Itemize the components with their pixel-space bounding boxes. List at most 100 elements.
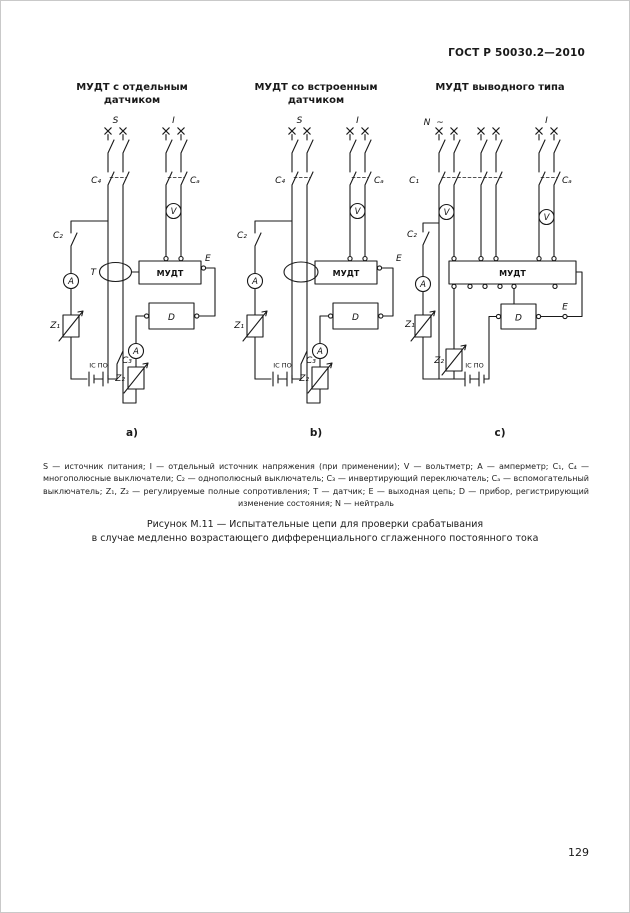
label-battery: IС ПО bbox=[273, 362, 292, 370]
impedance-z2-branch: Z₂ bbox=[298, 342, 333, 404]
label-ca: Cₐ bbox=[562, 176, 572, 186]
terminal-cross-icon bbox=[361, 127, 369, 135]
terminal-cross-icon bbox=[477, 127, 485, 135]
figure-caption: Рисунок М.11 — Испытательные цепи для пр… bbox=[41, 518, 589, 547]
battery-circuit: IС ПО C₃ bbox=[254, 350, 316, 387]
terminal-cross-icon bbox=[119, 127, 127, 135]
built-in-toroid-sensor bbox=[283, 261, 319, 283]
label-z2: Z₂ bbox=[114, 374, 125, 384]
conductors bbox=[107, 133, 188, 404]
terminal-cross-icon bbox=[435, 127, 443, 135]
label-c3: C₃ bbox=[306, 356, 316, 366]
page-number: 129 bbox=[568, 846, 589, 859]
diagram-b-title: МУДТ со встроенным датчиком bbox=[227, 81, 405, 109]
voltmeter-1 bbox=[438, 203, 455, 221]
label-battery: IС ПО bbox=[89, 362, 108, 370]
diagram-b: МУДТ со встроенным датчиком S I C₄ Cₐ bbox=[227, 81, 405, 439]
label-z2: Z₂ bbox=[433, 356, 444, 366]
conductors bbox=[438, 133, 561, 380]
mudt-box: МУДТ bbox=[138, 255, 202, 285]
diagram-c-title: МУДТ выводного типа bbox=[405, 81, 595, 109]
mudt-box: МУДТ bbox=[448, 255, 577, 290]
label-i: I bbox=[545, 116, 548, 126]
terminal-cross-icon bbox=[492, 127, 500, 135]
label-d: D bbox=[352, 313, 359, 323]
ac-symbol: ~ bbox=[436, 118, 444, 128]
terminal-cross-icon bbox=[104, 127, 112, 135]
label-ca: Cₐ bbox=[374, 176, 384, 186]
ammeter-1 bbox=[246, 272, 264, 290]
ammeter-2 bbox=[127, 342, 145, 360]
device-d-box: D bbox=[319, 302, 384, 345]
label-battery: IС ПО bbox=[465, 362, 484, 370]
device-d-box: D bbox=[135, 302, 200, 345]
diagram-c: МУДТ выводного типа N ~ I C₁ Cₐ bbox=[404, 81, 595, 439]
toroid-sensor: T bbox=[91, 261, 140, 283]
battery-symbol bbox=[272, 371, 293, 387]
label-c1: C₁ bbox=[409, 176, 419, 186]
label-c3: C₃ bbox=[122, 356, 132, 366]
source-s-terminals: S bbox=[104, 116, 127, 135]
output-e-circuit: E bbox=[540, 271, 583, 320]
terminal-cross-icon bbox=[450, 127, 458, 135]
ammeter-1 bbox=[414, 275, 432, 293]
mudt-label: МУДТ bbox=[499, 269, 526, 278]
output-e-circuit: E bbox=[376, 254, 402, 317]
voltmeter bbox=[165, 202, 182, 220]
terminal-cross-icon bbox=[303, 127, 311, 135]
voltmeter bbox=[349, 202, 366, 220]
battery-circuit: IС ПО bbox=[422, 362, 490, 387]
ammeter-2 bbox=[311, 342, 329, 360]
terminal-cross-icon bbox=[162, 127, 170, 135]
figure-caption-line1: Рисунок М.11 — Испытательные цепи для пр… bbox=[146, 519, 484, 530]
battery-symbol bbox=[464, 371, 485, 387]
label-e: E bbox=[396, 254, 402, 264]
label-c2: C₂ bbox=[237, 231, 247, 241]
supply-terminals bbox=[435, 127, 558, 135]
circuit-diagram-c: N ~ I C₁ Cₐ МУДТ bbox=[404, 116, 583, 387]
label-ca: Cₐ bbox=[190, 176, 200, 186]
impedance-z2-branch: Z₂ bbox=[433, 287, 467, 380]
source-s-terminals: S bbox=[288, 116, 311, 135]
mudt-box: МУДТ bbox=[314, 255, 378, 285]
source-i-terminals: I bbox=[162, 116, 185, 135]
label-i: I bbox=[172, 116, 175, 126]
impedance-z2-branch: Z₂ bbox=[114, 342, 149, 404]
ammeter-1 bbox=[62, 272, 80, 290]
diagram-b-title-line1: МУДТ со встроенным bbox=[254, 82, 378, 93]
document-header: ГОСТ Р 50030.2—2010 bbox=[448, 47, 585, 59]
label-t: T bbox=[91, 268, 98, 278]
diagram-a: МУДТ с отдельным датчиком V A S I bbox=[43, 81, 221, 439]
label-i: I bbox=[356, 116, 359, 126]
terminal-cross-icon bbox=[288, 127, 296, 135]
label-c4: C₄ bbox=[275, 176, 285, 186]
label-z1: Z₁ bbox=[233, 321, 244, 331]
label-e: E bbox=[562, 303, 568, 313]
circuit-diagram-b: S I C₄ Cₐ МУДТ E bbox=[233, 116, 402, 404]
figure-caption-line2: в случае медленно возрастающего дифферен… bbox=[91, 533, 539, 545]
battery-circuit: IС ПО C₃ bbox=[70, 350, 132, 387]
diagram-a-label: a) bbox=[126, 427, 138, 439]
switch-c2-branch: C₂ Z₁ bbox=[49, 220, 109, 380]
terminal-cross-icon bbox=[550, 127, 558, 135]
label-c2: C₂ bbox=[407, 230, 417, 240]
diagram-c-label: c) bbox=[494, 427, 506, 439]
mudt-label: МУДТ bbox=[333, 269, 360, 278]
switch-c2-branch: C₂ Z₁ bbox=[233, 220, 293, 380]
diagram-b-title-line2: датчиком bbox=[287, 95, 345, 106]
label-z1: Z₁ bbox=[405, 320, 415, 330]
battery-symbol bbox=[88, 371, 109, 387]
switch-c2-branch: C₂ Z₁ bbox=[404, 222, 440, 380]
diagram-c-title-line1: МУДТ выводного типа bbox=[435, 82, 565, 93]
output-e-circuit: E bbox=[198, 254, 216, 317]
diagram-b-label: b) bbox=[309, 427, 323, 439]
mudt-label: МУДТ bbox=[157, 269, 184, 278]
terminal-cross-icon bbox=[177, 127, 185, 135]
voltmeter-2 bbox=[538, 208, 555, 226]
diagram-a-title-line1: МУДТ с отдельным bbox=[76, 82, 188, 93]
figure-legend: S — источник питания; I — отдельный исто… bbox=[43, 462, 589, 509]
diagram-a-title-line2: датчиком bbox=[103, 95, 161, 106]
device-d-box: D bbox=[488, 287, 542, 380]
label-n: N bbox=[424, 118, 431, 128]
